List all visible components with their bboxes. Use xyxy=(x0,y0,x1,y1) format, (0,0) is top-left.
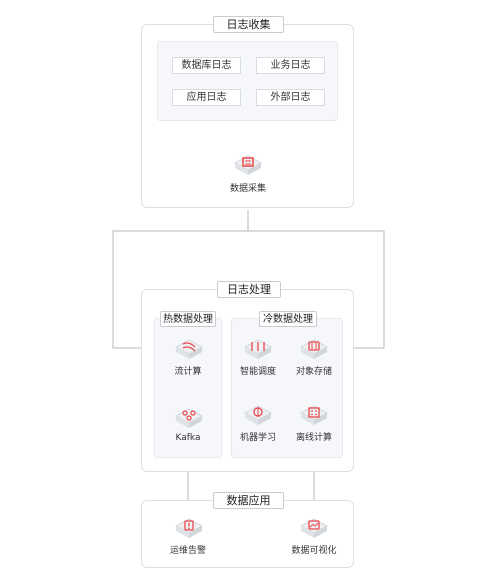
object-storage-label: 对象存储 xyxy=(295,367,332,377)
source-external-log: 外部日志 xyxy=(256,89,325,106)
collector-label: 数据采集 xyxy=(229,184,266,194)
log-collection-title: 日志收集 xyxy=(213,16,284,33)
stream-compute-label: 流计算 xyxy=(174,367,202,377)
cold-data-title: 冷数据处理 xyxy=(259,311,317,327)
visualization-icon xyxy=(299,518,329,538)
offline-compute-icon xyxy=(299,405,329,425)
arrow-collector-to-cold xyxy=(248,230,385,351)
scheduler-icon xyxy=(243,339,273,359)
machine-learning-label: 机器学习 xyxy=(239,433,276,443)
kafka-label: Kafka xyxy=(175,433,201,443)
cold-data-area xyxy=(231,318,343,458)
source-application-log: 应用日志 xyxy=(172,89,241,106)
offline-compute-label: 离线计算 xyxy=(295,433,332,443)
alert-label: 运维告警 xyxy=(169,546,206,556)
stream-compute-icon xyxy=(174,339,204,359)
alert-icon xyxy=(174,518,204,538)
arrow-collector-to-hot xyxy=(112,210,249,351)
object-storage-icon xyxy=(299,339,329,359)
log-processing-title: 日志处理 xyxy=(217,281,281,298)
hot-data-title: 热数据处理 xyxy=(160,311,216,327)
machine-learning-icon xyxy=(243,405,273,425)
scheduler-label: 智能调度 xyxy=(239,367,276,377)
kafka-icon xyxy=(174,408,204,428)
data-application-panel xyxy=(141,500,354,568)
database-collect-icon xyxy=(233,155,263,175)
source-database-log: 数据库日志 xyxy=(172,57,241,74)
visualization-label: 数据可视化 xyxy=(291,546,337,556)
source-business-log: 业务日志 xyxy=(256,57,325,74)
log-sources-area xyxy=(157,41,338,121)
data-application-title: 数据应用 xyxy=(213,492,284,509)
